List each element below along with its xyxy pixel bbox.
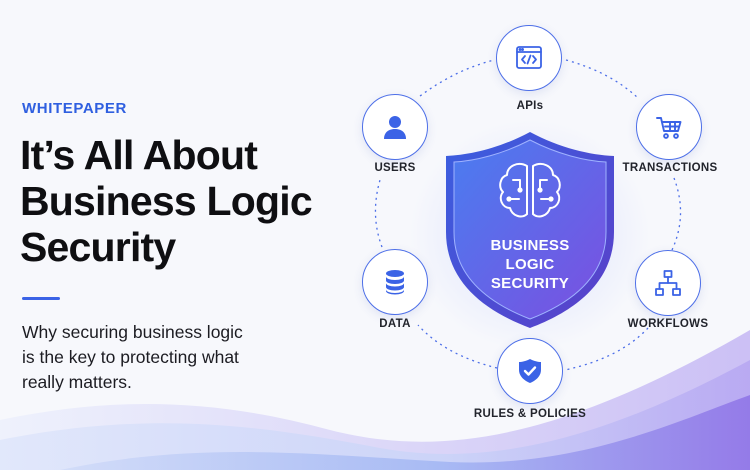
node-label-workflows: WORKFLOWS [627, 318, 709, 330]
workflow-icon [655, 270, 681, 296]
node-apis[interactable] [496, 25, 562, 91]
title-line-3: Security [20, 224, 176, 270]
ring-connectors [374, 59, 682, 371]
page-title: It’s All About Business Logic Security [20, 132, 340, 270]
node-data[interactable] [362, 249, 428, 315]
shield-check-icon [519, 359, 541, 383]
title-line-2: Business Logic [20, 178, 313, 224]
database-icon [386, 270, 404, 295]
node-rules-policies[interactable] [497, 338, 563, 404]
node-workflows[interactable] [635, 250, 701, 316]
brain-circuit-icon [499, 163, 561, 218]
node-label-rules-policies: RULES & POLICIES [473, 408, 587, 420]
node-label-transactions: TRANSACTIONS [622, 162, 718, 174]
shield-label-line-3: SECURITY [490, 275, 570, 292]
subtitle-line-2: is the key to protecting what [22, 347, 239, 367]
subtitle-line-3: really matters. [22, 372, 132, 392]
shield-label: BUSINESS LOGIC SECURITY [470, 236, 590, 293]
cart-icon [656, 117, 682, 139]
node-transactions[interactable] [636, 94, 702, 160]
title-divider [22, 297, 60, 300]
subtitle: Why securing business logic is the key t… [22, 320, 282, 395]
node-label-apis: APIs [516, 100, 544, 112]
shield [446, 132, 614, 328]
shield-label-line-2: LOGIC [505, 256, 555, 273]
eyebrow-label: WHITEPAPER [22, 100, 127, 117]
subtitle-line-1: Why securing business logic [22, 322, 243, 342]
code-window-icon [516, 46, 542, 69]
node-label-data: DATA [379, 318, 411, 330]
node-label-users: USERS [374, 162, 416, 174]
node-users[interactable] [362, 94, 428, 160]
user-icon [384, 116, 406, 139]
shield-label-line-1: BUSINESS [490, 237, 570, 254]
title-line-1: It’s All About [20, 132, 258, 178]
